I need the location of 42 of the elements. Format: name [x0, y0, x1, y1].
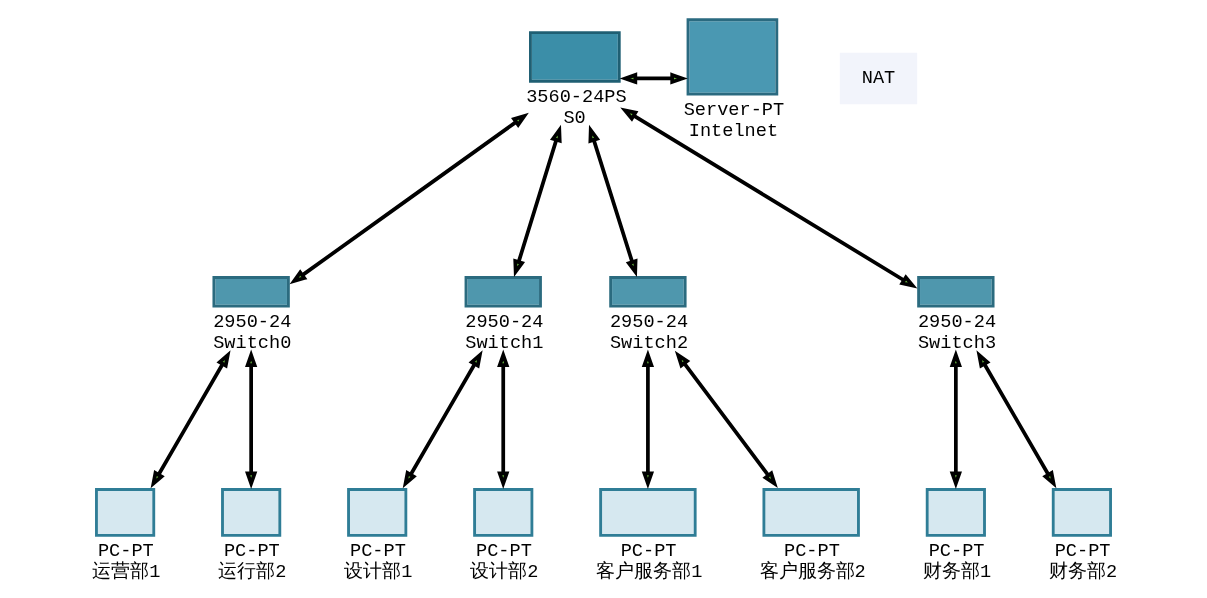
node-label: 2950-24: [213, 310, 292, 333]
node-label: 财务部2: [1048, 561, 1118, 584]
node-label: 运行部2: [218, 561, 287, 584]
node-label: 设计部1: [344, 561, 413, 584]
node-label: Switch0: [213, 332, 292, 355]
node-label: PC-PT: [97, 539, 154, 562]
arrow: [674, 350, 778, 488]
arrow: [620, 107, 918, 289]
node-label: PC-PT: [349, 539, 406, 562]
arrow: [588, 124, 638, 278]
arrow: [150, 350, 231, 489]
node-label: PC-PT: [620, 539, 677, 562]
node-label: 客户服务部1: [596, 561, 703, 584]
node-label: 2950-24: [917, 310, 997, 333]
node-label: PC-PT: [223, 539, 280, 562]
label: NAT: [861, 67, 896, 90]
arrow: [641, 349, 655, 490]
node-label: PC-PT: [476, 539, 532, 562]
node-label: 2950-24: [465, 310, 544, 333]
node-label: 2950-24: [609, 310, 689, 333]
arrow: [513, 124, 562, 278]
node-label: Switch2: [609, 332, 689, 355]
node-label: PC-PT: [928, 539, 985, 562]
arrow: [619, 72, 688, 85]
node-label: 3560-24PS: [526, 85, 627, 108]
node-label: Server-PT: [683, 98, 785, 121]
node-label: Intelnet: [688, 120, 779, 143]
node-label: S0: [563, 107, 586, 130]
node-label: Switch3: [917, 332, 997, 355]
arrow: [497, 349, 510, 490]
node-label: 财务部1: [922, 561, 992, 584]
node-label: 运营部1: [92, 561, 161, 584]
node-label: Switch1: [465, 332, 544, 355]
arrow: [976, 350, 1057, 489]
node-label: PC-PT: [1054, 539, 1111, 562]
arrow: [289, 112, 529, 285]
node-label: 设计部2: [470, 561, 539, 584]
node-label: 客户服务部2: [759, 561, 866, 584]
arrow: [949, 349, 962, 490]
arrow: [402, 350, 483, 489]
node-label: PC-PT: [783, 539, 840, 562]
arrow: [245, 349, 258, 490]
